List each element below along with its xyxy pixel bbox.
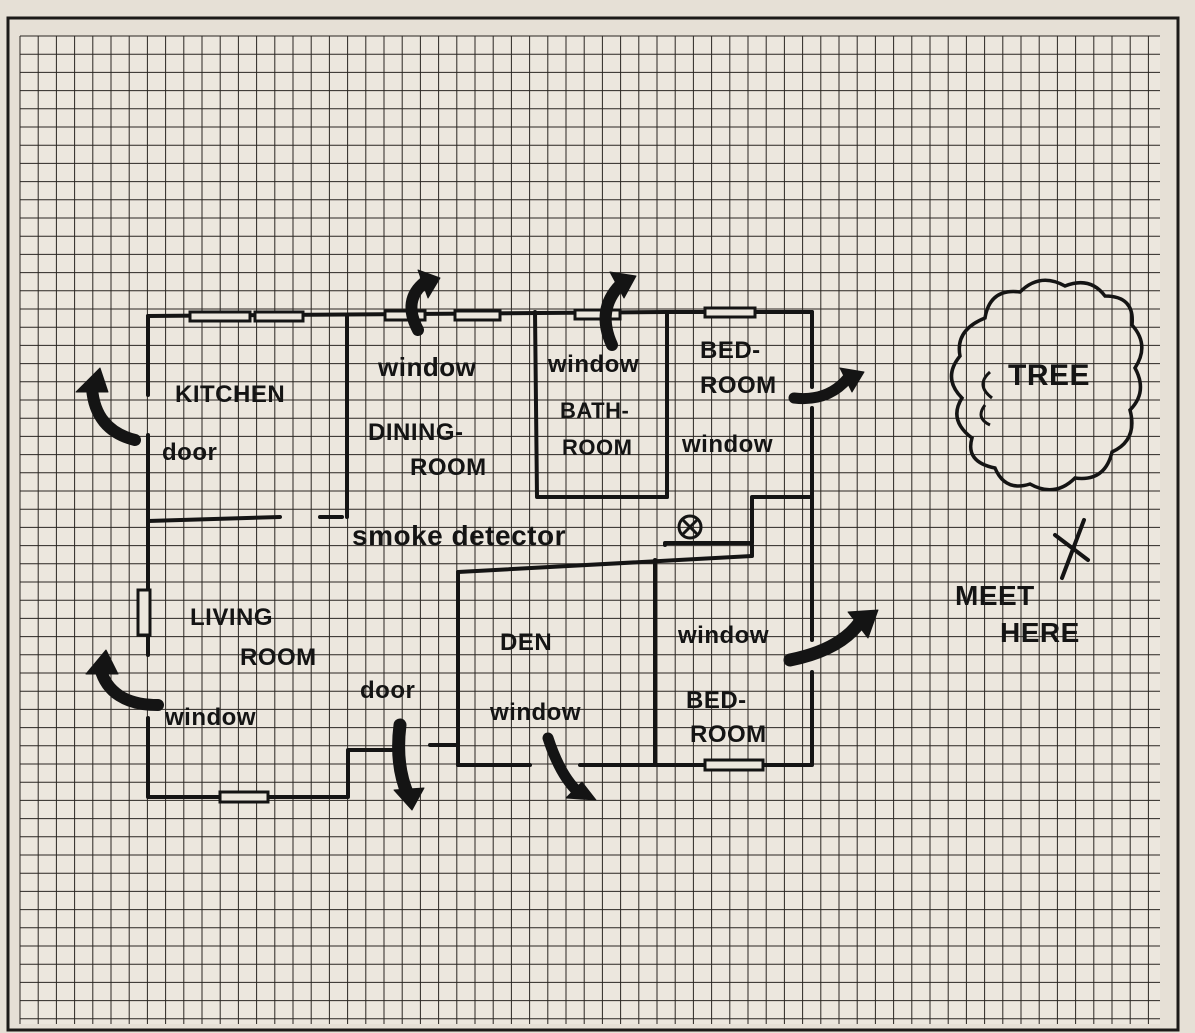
dining-room-label-2: ROOM — [410, 454, 487, 481]
living-exit-arrow — [85, 649, 164, 711]
den-label: DEN — [500, 629, 552, 656]
bedroom2-exit-arrow — [783, 609, 879, 667]
bedroom2-label-2: ROOM — [690, 721, 767, 748]
meet-here-label-2: HERE — [1000, 617, 1080, 648]
smoke-detector-label: smoke detector — [352, 520, 566, 551]
living-room-label-1: LIVING — [190, 604, 273, 631]
living-window-label: window — [164, 704, 256, 731]
bedroom1-label-2: ROOM — [700, 372, 777, 399]
kitchen-label: KITCHEN — [175, 381, 285, 408]
front-door-label: door — [360, 677, 415, 704]
exit-arrows — [75, 269, 879, 811]
bath-window-label: window — [547, 351, 639, 378]
dining-window-2 — [453, 309, 502, 322]
kitchen-exit-arrow — [75, 367, 141, 446]
bedroom1-exit-arrow — [788, 367, 865, 405]
bath-room-label-2: ROOM — [562, 435, 632, 460]
bedroom2-window-label: window — [677, 622, 769, 649]
living-window-bottom — [218, 790, 270, 804]
dining-room-label-1: DINING- — [368, 419, 464, 446]
meet-here-label-1: MEET — [955, 580, 1035, 611]
kitchen-window — [188, 310, 252, 323]
living-room-label-2: ROOM — [240, 644, 317, 671]
living-window-side — [136, 588, 152, 637]
bath-exit-arrow — [599, 271, 637, 351]
page-frame — [6, 16, 1180, 1032]
bath-window — [573, 308, 622, 321]
bedroom2-window-bottom — [703, 758, 765, 772]
window-symbols — [136, 306, 765, 804]
bedroom2-label-1: BED- — [686, 687, 747, 714]
graph-grid — [19, 35, 1160, 1024]
bedroom1-window-top — [703, 306, 757, 319]
tree-label: TREE — [1008, 359, 1090, 392]
den-window-label: window — [489, 699, 581, 726]
dining-window-label: window — [377, 352, 477, 382]
dining-window — [383, 309, 427, 322]
kitchen-window-2 — [253, 310, 305, 323]
room-labels: KITCHEN door window DINING- ROOM window … — [162, 337, 1090, 748]
tree-detail — [979, 370, 993, 427]
bedroom1-window-label: window — [681, 431, 773, 458]
meeting-point-x-icon — [1053, 518, 1090, 580]
tree-icon — [949, 278, 1144, 492]
house-walls — [146, 310, 814, 799]
den-exit-arrow — [542, 732, 597, 801]
dining-exit-arrow — [405, 269, 441, 336]
bath-room-label-1: BATH- — [560, 398, 629, 423]
graph-paper-area — [20, 36, 1160, 1024]
front-door-exit-arrow — [392, 718, 425, 811]
bedroom1-label-1: BED- — [700, 337, 761, 364]
smoke-detector-icon — [677, 514, 703, 540]
kitchen-door-label: door — [162, 439, 217, 466]
